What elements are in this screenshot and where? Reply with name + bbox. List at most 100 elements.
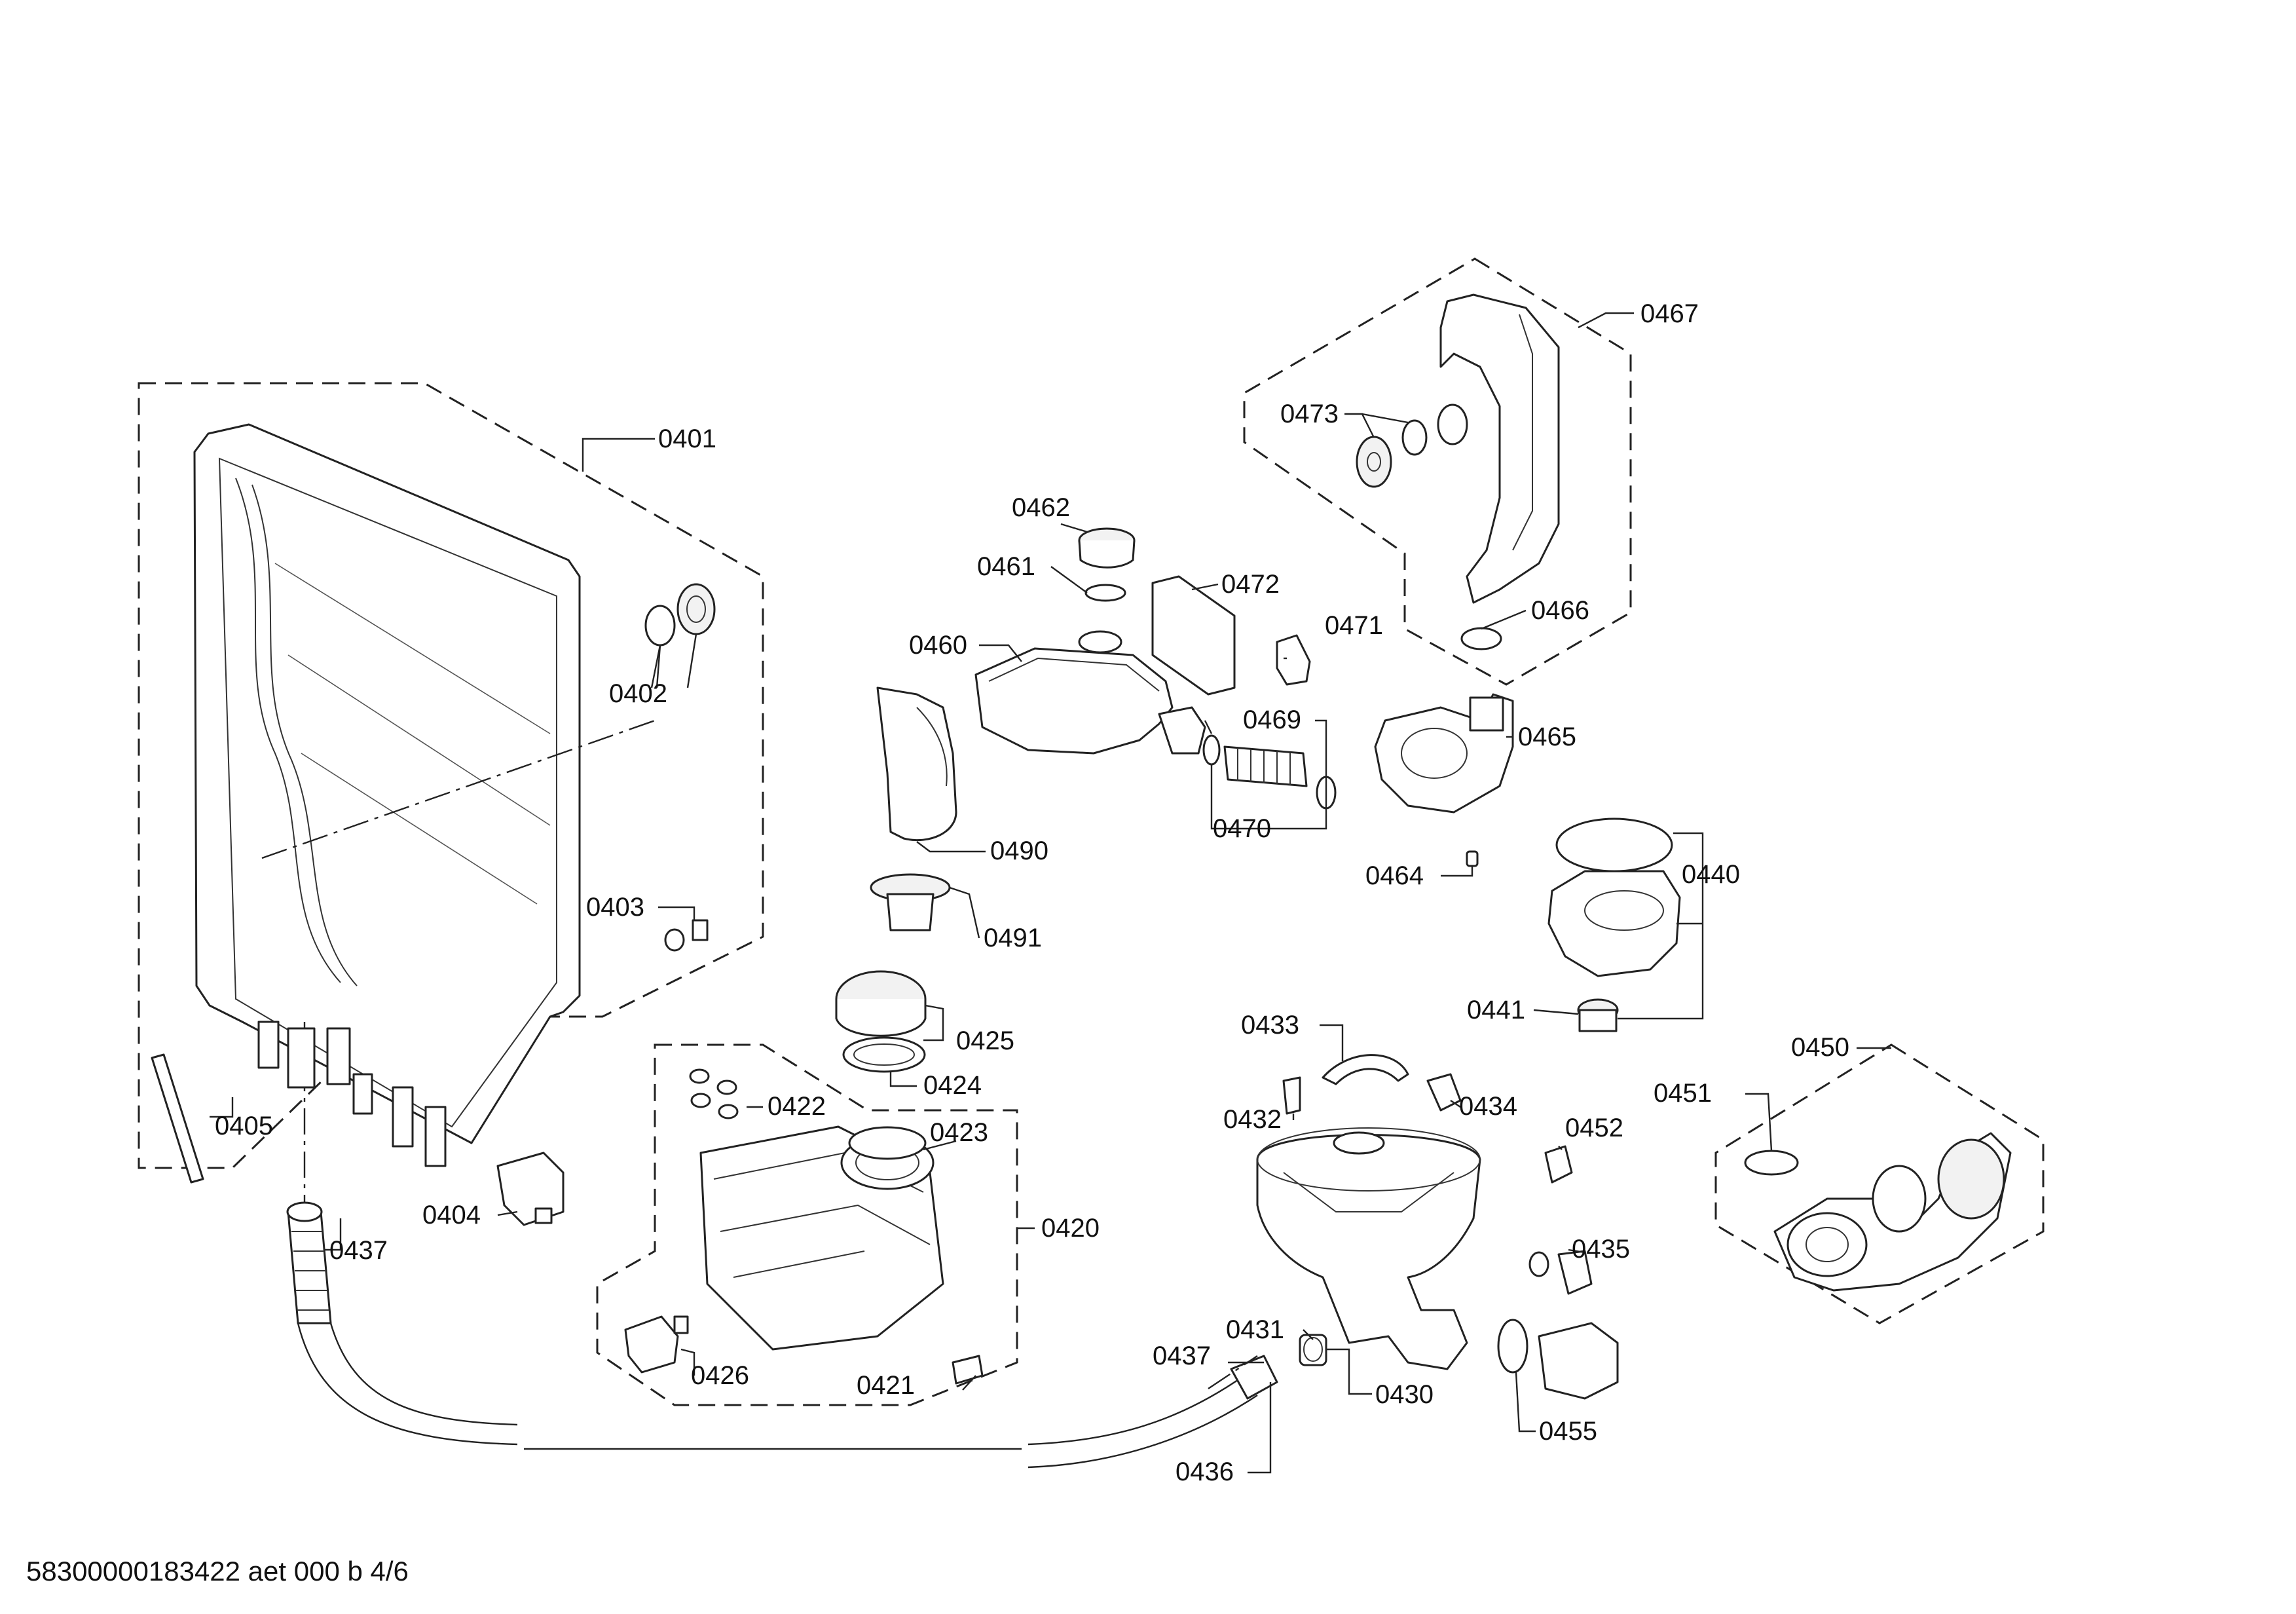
fan-disc-0473-hub bbox=[1367, 452, 1381, 472]
sump-center-line bbox=[1208, 1355, 1258, 1389]
seal-0466 bbox=[1460, 627, 1502, 650]
leader-0425 bbox=[923, 1004, 944, 1042]
label-0436: 0436 bbox=[1176, 1457, 1234, 1486]
seal-0423 bbox=[848, 1126, 927, 1160]
label-0471: 0471 bbox=[1325, 611, 1383, 640]
heat-pump-inlet bbox=[1805, 1227, 1849, 1262]
label-0432: 0432 bbox=[1223, 1105, 1282, 1134]
valve-0435 bbox=[1557, 1250, 1593, 1295]
ring-0424-inner bbox=[853, 1043, 915, 1066]
group-0450-outline bbox=[1714, 1043, 2045, 1324]
seal-0461 bbox=[1084, 584, 1126, 602]
heat-pump-motor bbox=[1937, 1138, 2005, 1220]
label-0426: 0426 bbox=[691, 1361, 749, 1390]
panel-fitting bbox=[257, 1021, 280, 1069]
hose-0470 bbox=[1223, 745, 1308, 787]
label-0455: 0455 bbox=[1539, 1417, 1597, 1446]
cap-assembly-0425 bbox=[835, 970, 927, 1073]
plug-0464 bbox=[1466, 850, 1479, 867]
label-0401: 0401 bbox=[658, 424, 716, 453]
cap-0425-rim bbox=[835, 999, 927, 1037]
part-0431-bore bbox=[1303, 1337, 1323, 1362]
leader-0405 bbox=[210, 1097, 234, 1118]
label-0431: 0431 bbox=[1226, 1315, 1284, 1344]
valve-0426-stub bbox=[673, 1315, 689, 1334]
leader-0424 bbox=[889, 1072, 917, 1087]
leader-0436 bbox=[1248, 1382, 1272, 1474]
heat-pump-volute bbox=[1787, 1212, 1868, 1277]
label-0440: 0440 bbox=[1682, 860, 1740, 889]
panel-center-line bbox=[261, 719, 656, 859]
group-0467-outline bbox=[1243, 257, 1632, 686]
label-0491: 0491 bbox=[984, 924, 1042, 952]
seal-0440 bbox=[1555, 817, 1673, 873]
label-0473: 0473 bbox=[1280, 400, 1339, 428]
label-0404: 0404 bbox=[422, 1201, 481, 1229]
leader-0466 bbox=[1481, 609, 1527, 630]
group-0420 bbox=[596, 1043, 1018, 1406]
label-0402: 0402 bbox=[609, 679, 667, 708]
leader-0437a bbox=[324, 1218, 342, 1251]
valve-0404 bbox=[496, 1152, 565, 1226]
heat-pump-seal bbox=[1872, 1165, 1927, 1233]
label-0467: 0467 bbox=[1640, 299, 1699, 328]
leader-0491 bbox=[949, 886, 980, 939]
sump-bowl-rim bbox=[1257, 1127, 1481, 1192]
leader-0469 bbox=[1204, 720, 1213, 734]
container-0460 bbox=[974, 527, 1337, 810]
leader-0402b bbox=[686, 633, 697, 688]
leader-0404 bbox=[497, 1210, 518, 1216]
foil-0472 bbox=[1151, 575, 1236, 696]
leader-0441 bbox=[1533, 1009, 1579, 1015]
panel-fitting bbox=[424, 1106, 447, 1167]
label-0466: 0466 bbox=[1531, 596, 1589, 625]
label-0437-right: 0437 bbox=[1153, 1342, 1211, 1370]
clip-0452 bbox=[1544, 1145, 1573, 1184]
funnel-0490 bbox=[876, 686, 957, 842]
seal-0422 bbox=[689, 1068, 710, 1084]
label-0425: 0425 bbox=[956, 1026, 1014, 1055]
label-0465: 0465 bbox=[1518, 723, 1576, 751]
side-panel-groove-2 bbox=[251, 484, 358, 986]
leader-lines bbox=[210, 312, 1891, 1474]
leader-0451 bbox=[1745, 1093, 1773, 1152]
clip-0434 bbox=[1426, 1073, 1462, 1112]
label-0469: 0469 bbox=[1243, 705, 1301, 734]
leader-0469-0470 bbox=[1210, 719, 1327, 830]
label-0433: 0433 bbox=[1241, 1011, 1299, 1040]
container-0460-neck bbox=[1078, 630, 1122, 654]
cap-0462-side bbox=[1078, 540, 1136, 569]
sump-center-port bbox=[1333, 1131, 1385, 1155]
clip-0421 bbox=[952, 1355, 984, 1385]
funnel-0490-spout bbox=[916, 707, 948, 787]
ring-0424 bbox=[842, 1036, 926, 1073]
leader-0431 bbox=[1303, 1329, 1314, 1340]
cap-0402 bbox=[676, 583, 716, 635]
hose-body-right-upper bbox=[1028, 1375, 1245, 1446]
funnel-parts bbox=[870, 686, 957, 931]
flow-heater-0465-ring bbox=[1401, 728, 1468, 779]
panel-hatch bbox=[301, 753, 538, 905]
label-0422: 0422 bbox=[768, 1092, 826, 1121]
side-panel-inner-frame bbox=[218, 457, 557, 1128]
container-0460-body bbox=[974, 647, 1174, 755]
label-0450: 0450 bbox=[1791, 1033, 1849, 1062]
seal-0455 bbox=[1497, 1319, 1528, 1374]
leader-0472 bbox=[1191, 583, 1219, 591]
label-0470: 0470 bbox=[1213, 814, 1271, 843]
seal-ring-0402 bbox=[644, 605, 676, 647]
clip-0405 bbox=[151, 1053, 204, 1184]
housing-0440-top bbox=[1584, 890, 1664, 931]
sump-0430 bbox=[1208, 1054, 1619, 1400]
ring-0469 bbox=[1202, 734, 1221, 766]
valve-0404-connector bbox=[534, 1207, 553, 1224]
corrugated-hose-end bbox=[287, 1210, 332, 1324]
hose-0470-ribs bbox=[1237, 748, 1291, 785]
leader-0452 bbox=[1558, 1146, 1563, 1150]
group-0450 bbox=[1714, 1043, 2045, 1324]
leader-0421 bbox=[962, 1375, 976, 1391]
screw-0432 bbox=[1282, 1076, 1301, 1115]
air-duct-0467 bbox=[1439, 293, 1560, 604]
panel-fitting bbox=[352, 1073, 373, 1115]
